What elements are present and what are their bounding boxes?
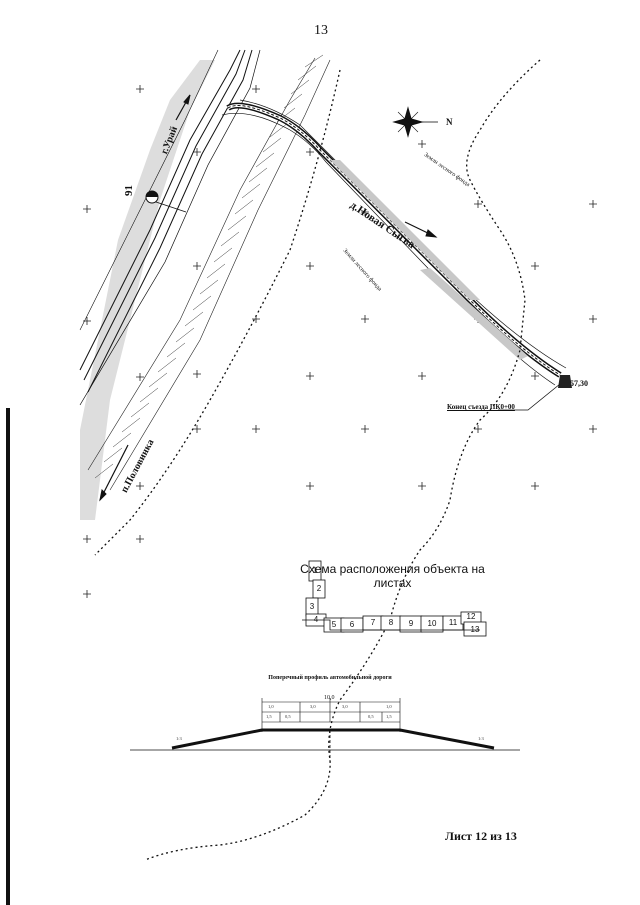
hatched-strip <box>87 57 331 491</box>
boundary-lines <box>94 59 541 861</box>
access-road <box>221 99 567 386</box>
profile-slope-right: 1:3 <box>478 736 484 741</box>
profile-dim-4: 1,0 <box>386 704 392 709</box>
schema-cell-9: 9 <box>408 619 414 628</box>
label-north: N <box>446 117 453 127</box>
schema-cell-4: 4 <box>313 615 319 624</box>
schema-cell-7: 7 <box>370 618 376 627</box>
schema-cell-8: 8 <box>388 618 394 627</box>
schema-cell-5: 5 <box>331 620 337 629</box>
page-number: 13 <box>314 23 328 38</box>
sheet-label: Лист 12 из 13 <box>445 829 517 843</box>
schema-cell-3: 3 <box>309 602 315 611</box>
end-marker <box>498 375 572 411</box>
sheet-layout-schema <box>302 560 487 637</box>
schema-cell-13: 13 <box>470 625 480 634</box>
label-point-91: 91 <box>123 185 135 196</box>
profile-dim-6: 0,5 <box>285 714 291 719</box>
cross-profile <box>130 698 520 765</box>
profile-dim-2: 3,0 <box>310 704 316 709</box>
label-end-of-exit: Конец съезда ПК0+00 <box>447 403 515 411</box>
survey-point-icon <box>145 190 187 213</box>
profile-dim-5: 1,5 <box>266 714 272 719</box>
schema-cell-6: 6 <box>349 620 355 629</box>
profile-dim-7: 0,5 <box>368 714 374 719</box>
profile-title: Поперечный профиль автомобильной дороги <box>268 675 392 681</box>
schema-cell-12: 12 <box>466 612 476 621</box>
profile-dim-3: 3,0 <box>342 704 348 709</box>
schema-cell-1: 1 <box>312 566 318 575</box>
profile-total-width: 10,0 <box>324 695 335 701</box>
north-arrow-icon <box>392 106 438 138</box>
profile-dim-8: 1,5 <box>386 714 392 719</box>
schema-cell-10: 10 <box>427 619 437 628</box>
edge-bar <box>6 408 10 905</box>
schema-title: Схема расположения объекта на листах <box>300 562 485 590</box>
label-elevation: 57,30 <box>570 379 588 388</box>
schema-cell-2: 2 <box>316 584 322 593</box>
schema-cell-11: 11 <box>448 618 458 627</box>
profile-slope-left: 1:3 <box>176 736 182 741</box>
profile-dim-1: 1,0 <box>268 704 274 709</box>
main-road <box>79 49 261 406</box>
